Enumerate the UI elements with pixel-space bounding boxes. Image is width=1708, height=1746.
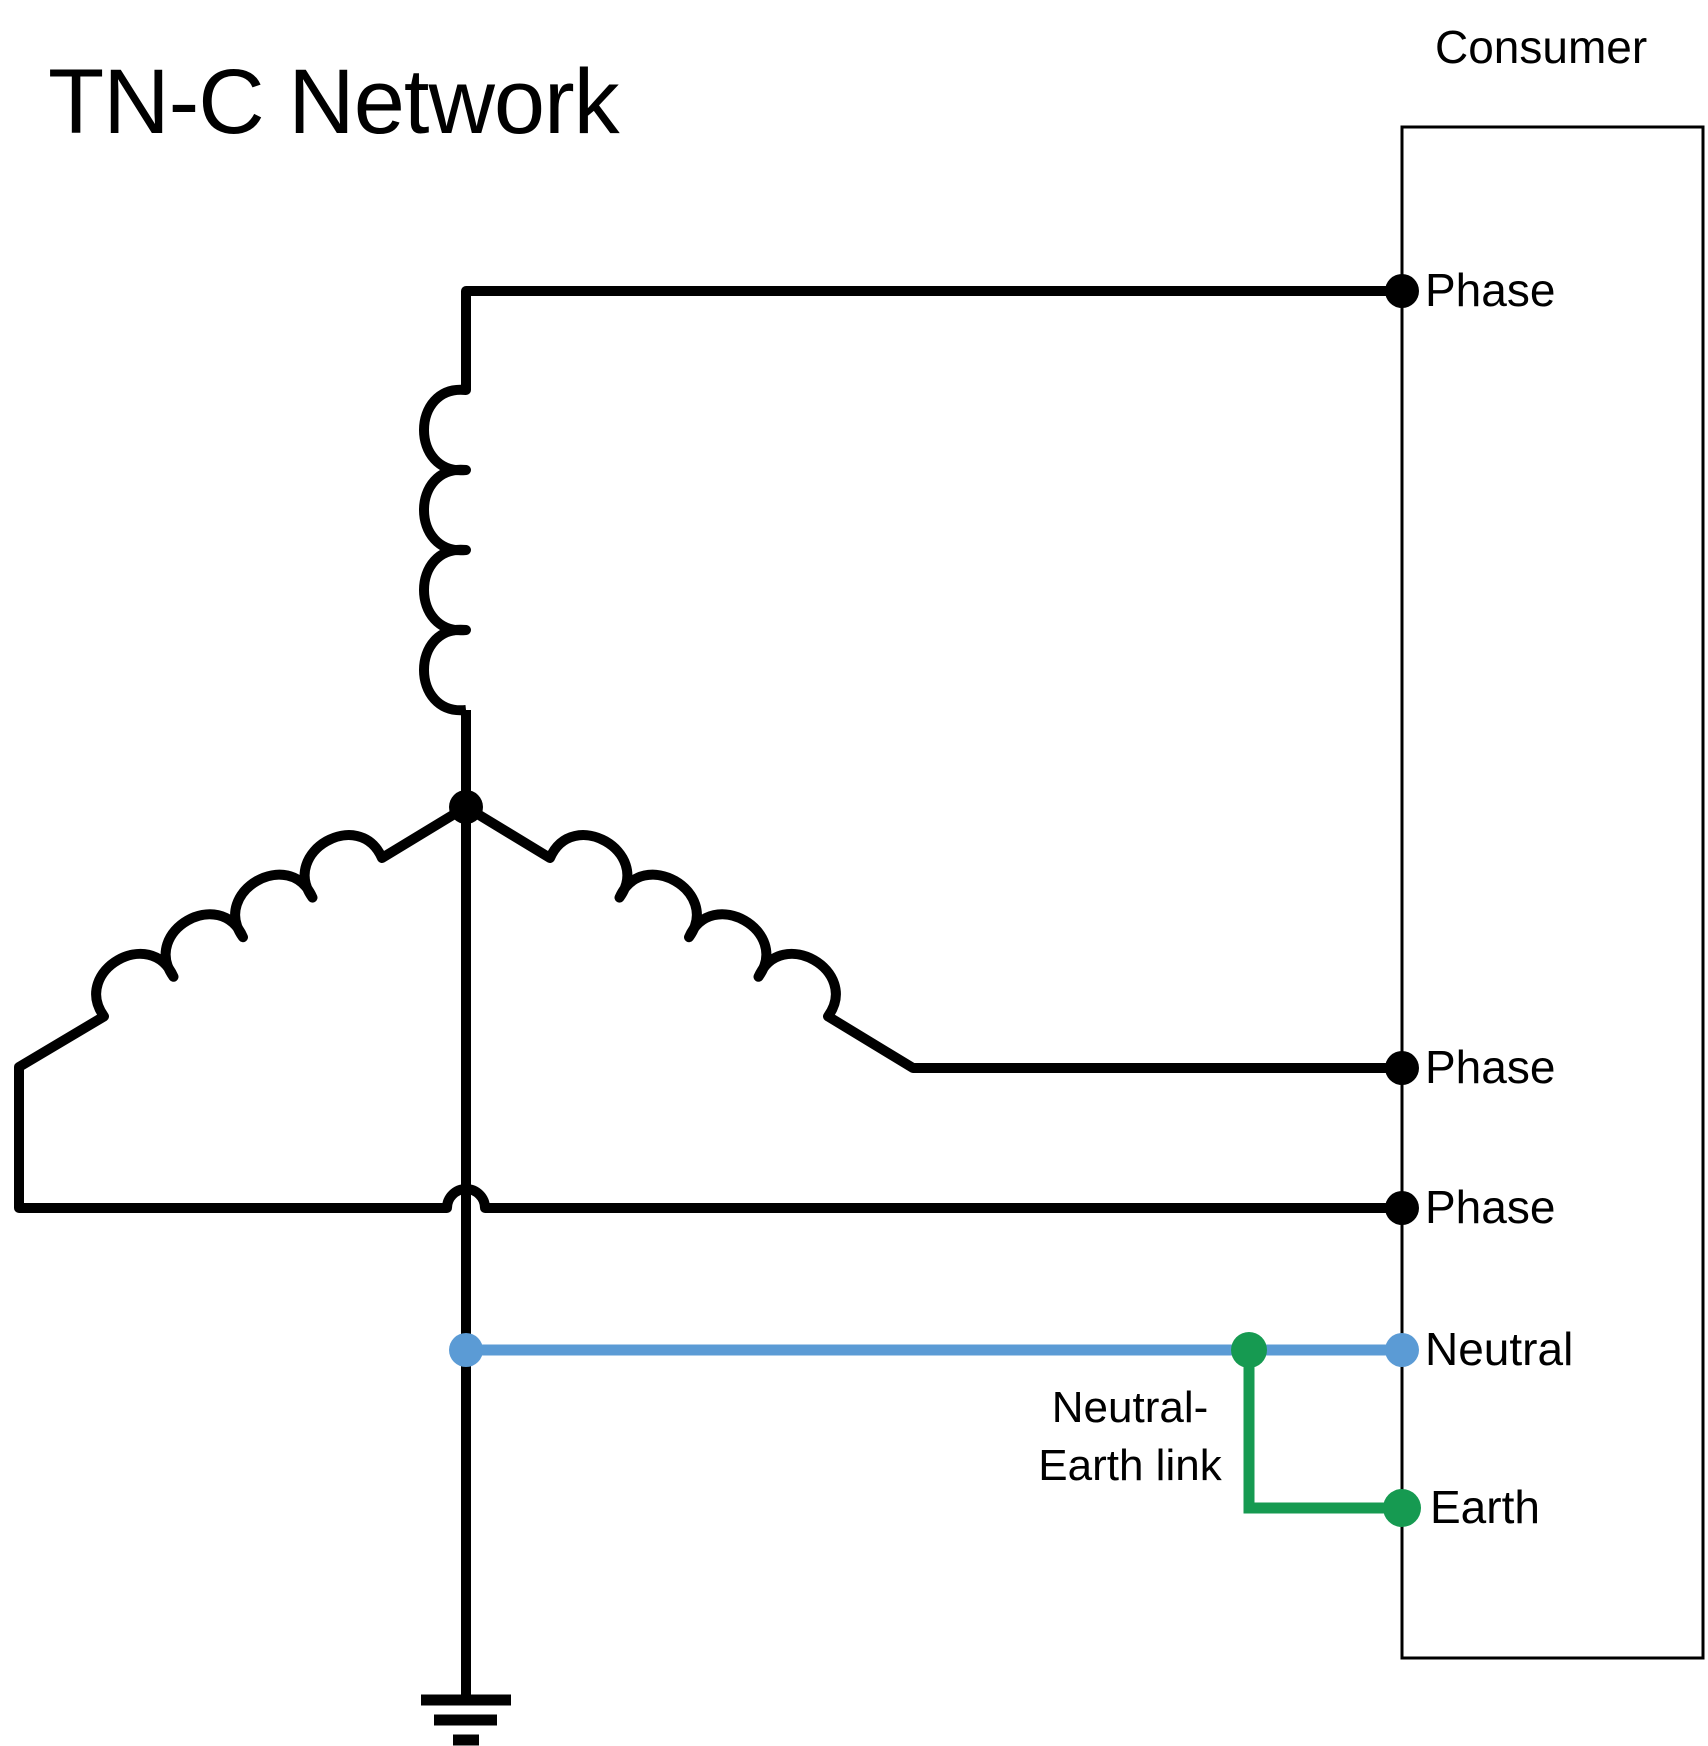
transformer-winding-right-and-phase-line-2	[463, 802, 1402, 1073]
earth-label: Earth	[1430, 1481, 1540, 1533]
phase-terminal-dot-2	[1385, 1051, 1419, 1085]
phase-terminal-dot-3	[1385, 1191, 1419, 1225]
earth-terminal-dot	[1383, 1489, 1421, 1527]
page-title: TN-C Network	[48, 51, 621, 153]
star-point-dot	[449, 790, 483, 824]
phase-label-2: Phase	[1425, 1041, 1555, 1093]
neutral-earth-link-label-line1: Neutral-	[1052, 1383, 1209, 1432]
neutral-source-dot	[449, 1333, 483, 1367]
neutral-earth-junction-dot	[1231, 1332, 1267, 1368]
consumer-label: Consumer	[1435, 21, 1647, 73]
neutral-label: Neutral	[1425, 1323, 1573, 1375]
neutral-earth-link-label-line2: Earth link	[1038, 1441, 1222, 1490]
phase-label-1: Phase	[1425, 264, 1555, 316]
neutral-earth-link-line	[1243, 1350, 1402, 1514]
phase-terminal-dot-1	[1385, 274, 1419, 308]
neutral-terminal-dot	[1385, 1333, 1419, 1367]
transformer-winding-left-and-phase-line-3	[14, 802, 1402, 1213]
earth-ground-symbol	[421, 1694, 511, 1746]
consumer-box	[1400, 125, 1705, 1660]
transformer-winding-top-and-phase-line-1	[419, 286, 1402, 716]
phase-label-3: Phase	[1425, 1181, 1555, 1233]
